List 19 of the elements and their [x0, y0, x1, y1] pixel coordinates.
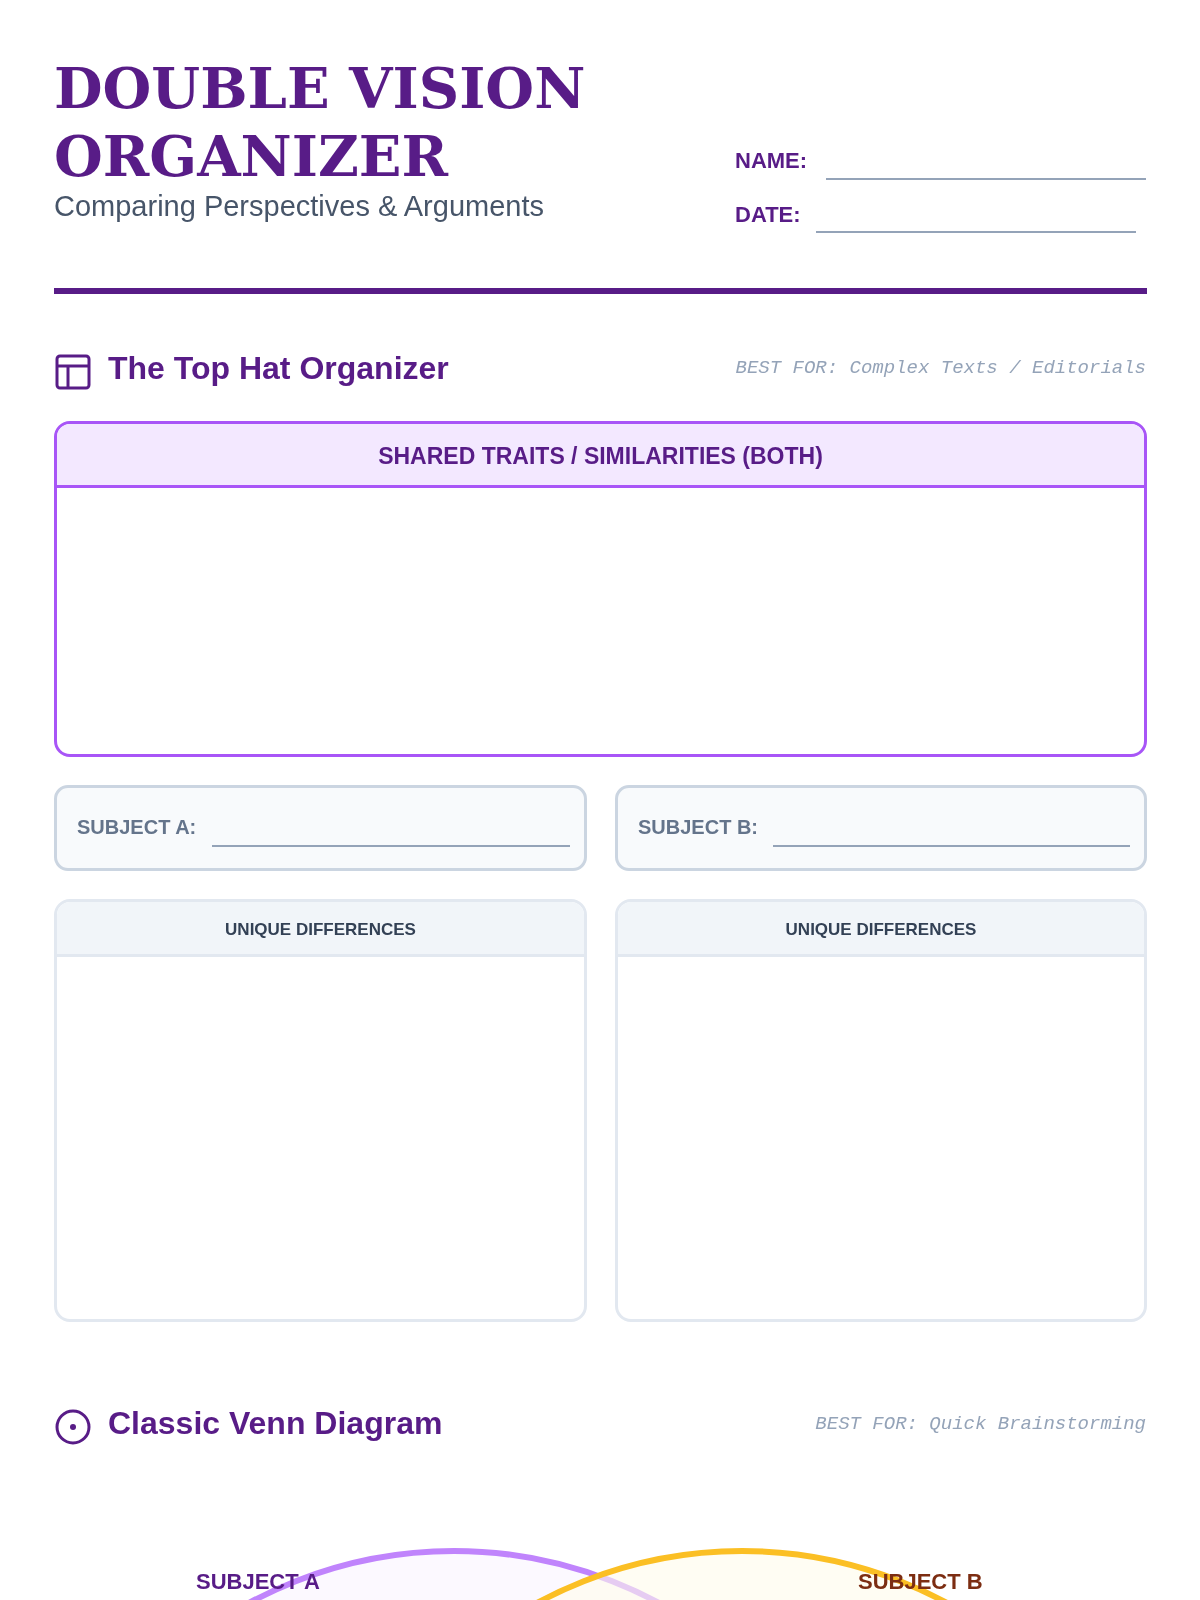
note-text: BEST FOR: Quick Brainstorming [815, 1413, 1146, 1435]
field-label: SUBJECT A: [77, 816, 197, 839]
section-heading: The Top Hat Organizer [108, 350, 449, 387]
note-text: BEST FOR: Complex Texts / Editorials [735, 357, 1146, 379]
differences-panel [615, 899, 1147, 1322]
panel-heading: UNIQUE DIFFERENCES [618, 902, 1144, 957]
worksheet-title: DOUBLE VISION ORGANIZER [54, 54, 587, 190]
field-label: NAME: [735, 148, 808, 174]
differences-panel [54, 899, 587, 1322]
similarities-panel [54, 421, 1147, 757]
panel-heading: UNIQUE DIFFERENCES [57, 902, 584, 957]
field-label: DATE: [735, 202, 801, 228]
subtitle: Comparing Perspectives & Arguments [54, 190, 544, 223]
venn-label: SUBJECT A [196, 1569, 320, 1595]
subject-field [615, 785, 1147, 871]
field-label: SUBJECT B: [638, 816, 758, 839]
panel-heading: SHARED TRAITS / SIMILARITIES (BOTH) [57, 424, 1144, 488]
subject-field [54, 785, 587, 871]
section-heading: Classic Venn Diagram [108, 1405, 443, 1442]
